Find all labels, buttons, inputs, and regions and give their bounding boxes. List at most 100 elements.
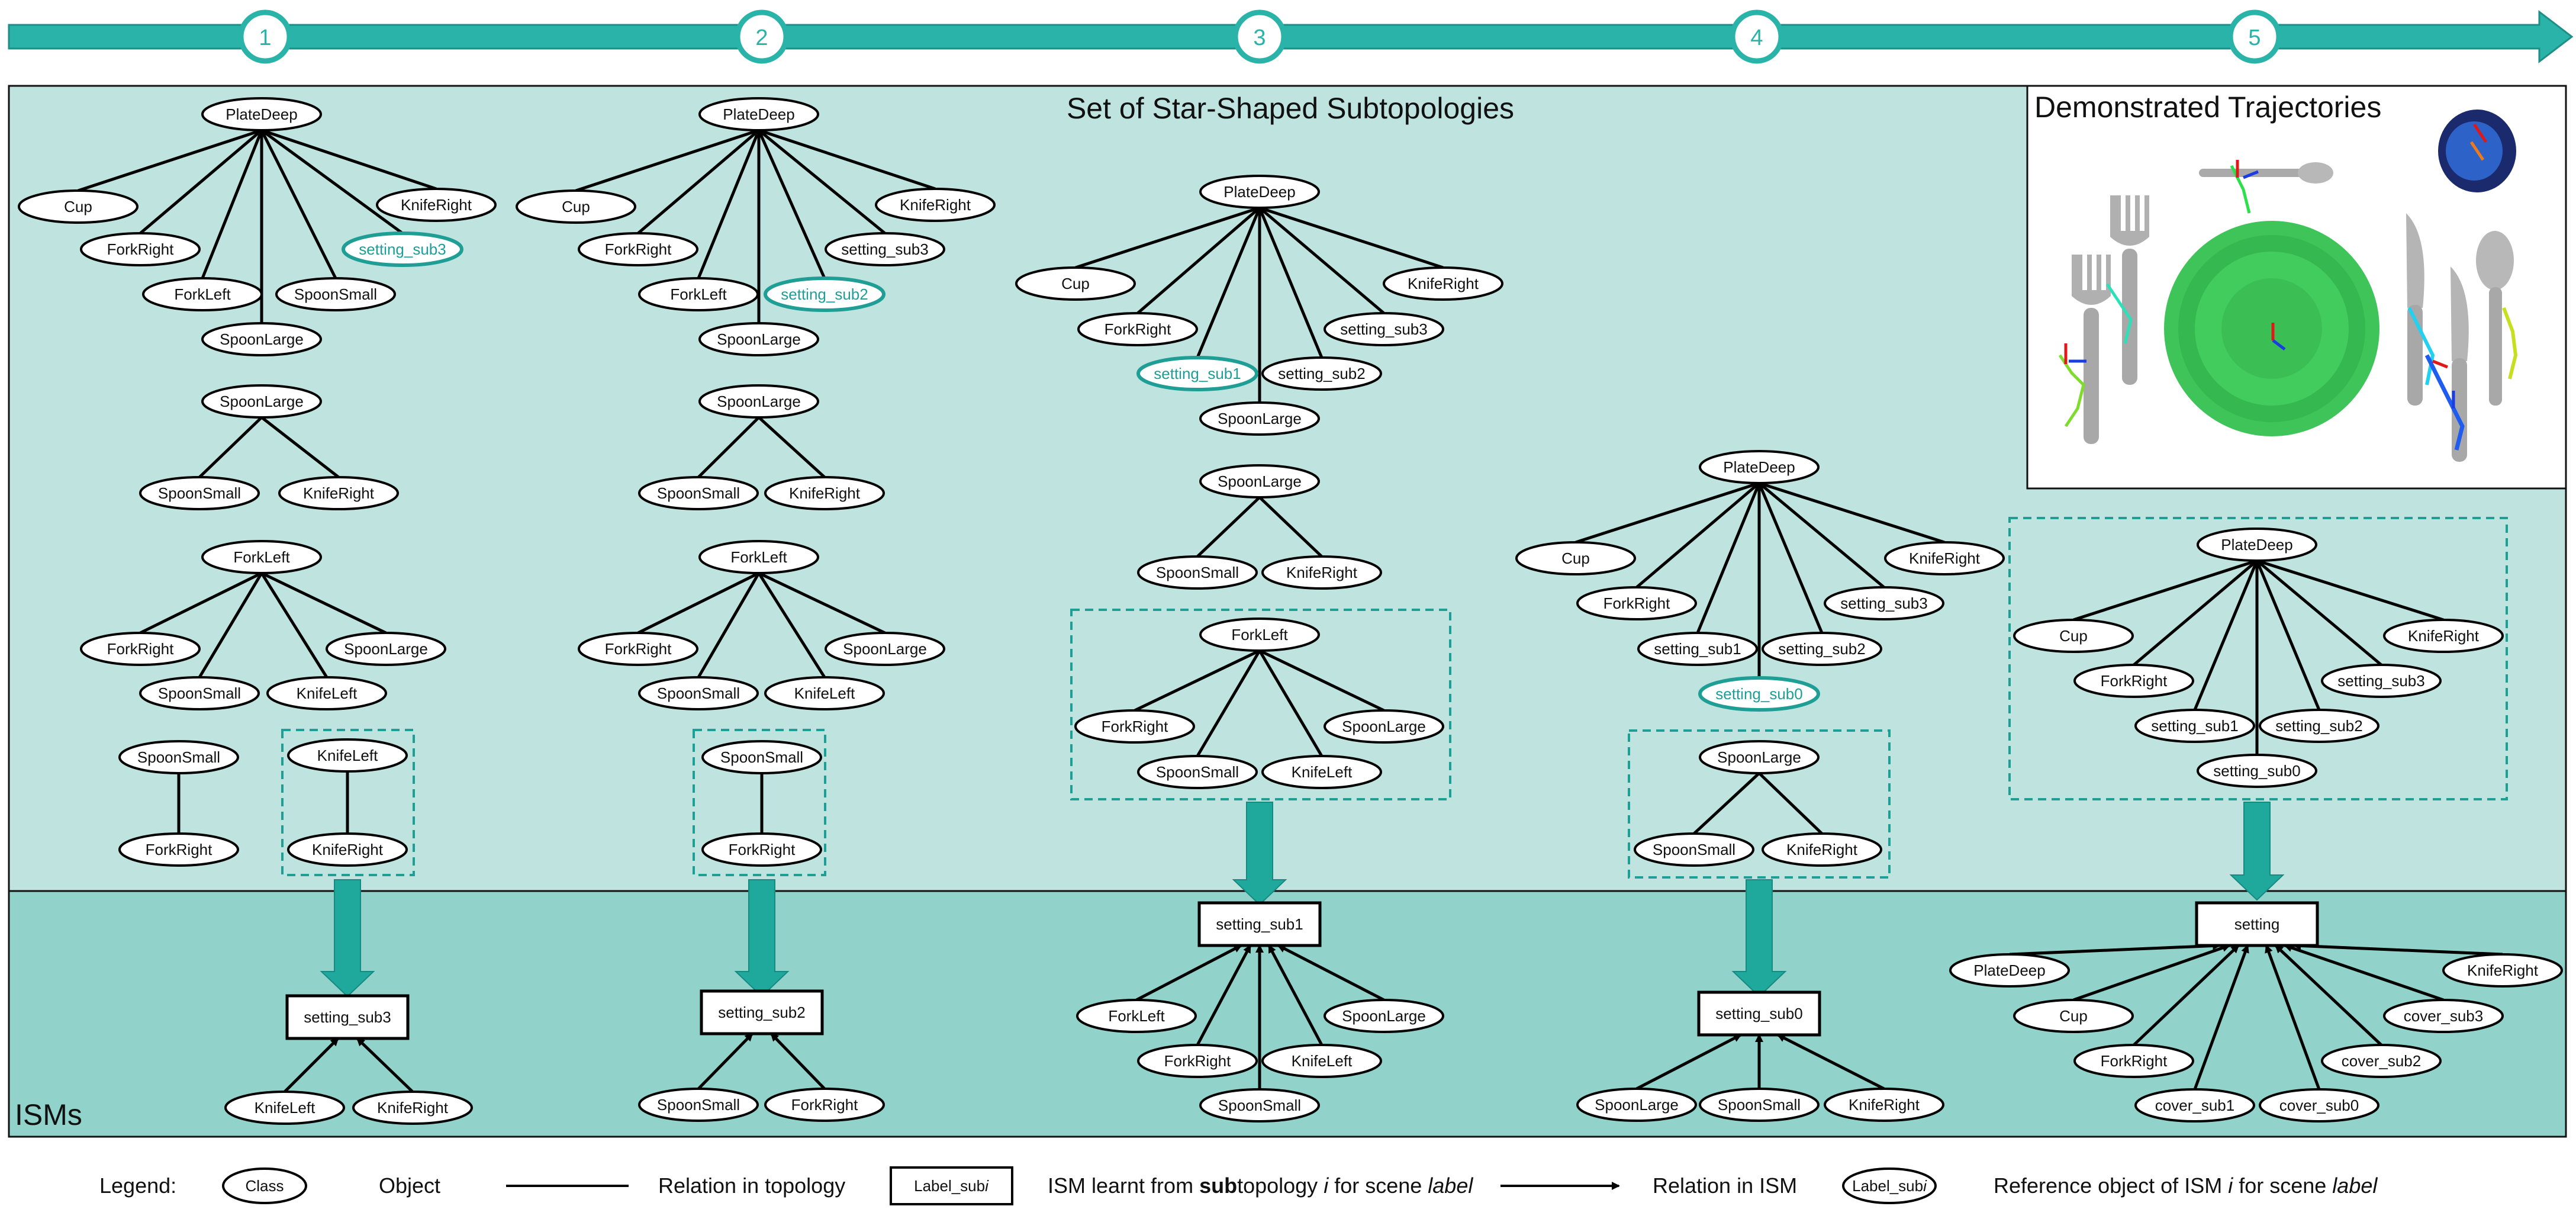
- ism-relation-edge: [2292, 941, 2503, 956]
- node-forkleft: [201, 540, 322, 574]
- topology-edge: [260, 416, 340, 478]
- node-setting-sub2: [1261, 356, 1382, 391]
- node-label-spoonlarge: SpoonLarge: [1342, 718, 1426, 735]
- ism-box-setting: [2195, 901, 2319, 947]
- step-3-marker: [1232, 9, 1287, 64]
- topology-edge: [1696, 483, 1761, 633]
- topology-edge: [1575, 481, 1760, 544]
- node-spoonlarge: [1576, 1088, 1697, 1122]
- node-cover-sub2: [2321, 1044, 2442, 1078]
- topology-edge: [1258, 496, 1323, 558]
- node-label-setting-sub3: setting_sub3: [359, 240, 446, 258]
- node-label-spoonlarge: SpoonLarge: [717, 330, 801, 348]
- node-spoonsmall: [118, 740, 239, 774]
- node-label-forkleft: ForkLeft: [233, 548, 290, 566]
- node-label-spoonlarge: SpoonLarge: [1218, 410, 1302, 427]
- ism-relation-edge: [2284, 944, 2444, 1002]
- node-forkright: [701, 832, 822, 867]
- ism-box-label-setting-sub1: setting_sub1: [1216, 915, 1303, 933]
- node-spoonlarge: [201, 322, 322, 356]
- subtopologies-title: Set of Star-Shaped Subtopologies: [1067, 92, 1514, 125]
- node-label-spoonsmall: SpoonSmall: [657, 684, 740, 702]
- topology-edge: [758, 128, 936, 191]
- node-label-kniferight: KnifeRight: [789, 484, 861, 502]
- node-label-spoonsmall: SpoonSmall: [294, 285, 377, 303]
- node-label-kniferight: KnifeRight: [312, 841, 384, 858]
- node-spoonsmall: [1699, 1088, 1820, 1122]
- topology-edge: [1635, 482, 1760, 588]
- node-cup: [516, 189, 636, 224]
- node-label-cup: Cup: [1061, 275, 1090, 292]
- topology-edge: [1196, 496, 1261, 558]
- topology-edge: [575, 128, 759, 192]
- ism-relation-edge: [2193, 944, 2249, 1090]
- step-1-marker: [238, 9, 292, 64]
- node-spoonsmall: [701, 740, 822, 774]
- trajectory-title: Demonstrated Trajectories: [2034, 91, 2381, 124]
- legend-ref-description: Reference object of ISM i for scene labe…: [1994, 1173, 2378, 1198]
- node-label-cover-sub3: cover_sub3: [2404, 1007, 2483, 1025]
- topology-edge: [260, 129, 337, 279]
- ism-relation-edge: [697, 1033, 754, 1090]
- topology-edge: [1136, 207, 1261, 314]
- step-5-marker: [2227, 9, 2282, 64]
- node-spoonlarge: [1324, 709, 1444, 744]
- node-label-spoonlarge: SpoonLarge: [843, 640, 927, 658]
- topology-edge: [139, 571, 263, 635]
- node-label-forkright: ForkRight: [1102, 718, 1168, 735]
- selected-subtopology-frame: [2008, 517, 2508, 800]
- node-forkright: [578, 232, 698, 266]
- node-forkright: [1576, 586, 1697, 620]
- node-spoonlarge: [698, 322, 819, 356]
- node-forkleft: [638, 277, 759, 311]
- topology-edge: [697, 572, 761, 678]
- topology-edge: [1758, 482, 1885, 588]
- node-forkright: [80, 632, 201, 666]
- node-label-platedeep: PlateDeep: [226, 105, 297, 123]
- topology-edge: [2256, 559, 2382, 666]
- ism-relation-edge: [1267, 944, 1324, 1046]
- legend-object-label: Object: [379, 1173, 440, 1198]
- node-platedeep: [1199, 175, 1320, 209]
- node-label-knifeleft: KnifeLeft: [317, 747, 378, 764]
- node-label-platedeep: PlateDeep: [1723, 458, 1795, 476]
- node-forkright: [80, 232, 201, 266]
- node-label-forkleft: ForkLeft: [1231, 626, 1288, 644]
- node-cover-sub3: [2383, 999, 2504, 1033]
- node-cup: [2013, 999, 2134, 1033]
- node-setting-sub3: [2321, 664, 2442, 698]
- node-label-spoonlarge: SpoonLarge: [220, 393, 304, 410]
- node-label-cup: Cup: [2059, 627, 2088, 645]
- topology-edge: [260, 571, 387, 635]
- node-label-forkright: ForkRight: [605, 640, 672, 658]
- node-label-spoonsmall: SpoonSmall: [657, 484, 740, 502]
- topology-edge: [1258, 649, 1385, 712]
- topology-edge: [2073, 559, 2258, 622]
- selected-subtopology-frame: [693, 729, 826, 876]
- node-spoonlarge: [1199, 401, 1320, 436]
- column-5: PlateDeepCupForkRightsetting_sub1setting…: [1949, 517, 2563, 1122]
- node-label-setting-sub1: setting_sub1: [1654, 640, 1741, 658]
- node-forkright: [764, 1088, 885, 1122]
- node-platedeep: [698, 97, 819, 131]
- topology-edge: [757, 129, 826, 279]
- node-label-spoonlarge: SpoonLarge: [220, 330, 304, 348]
- selected-subtopology-frame: [1628, 729, 1891, 879]
- topology-edge: [1759, 481, 1945, 544]
- node-kniferight: [1762, 832, 1882, 867]
- node-label-spoonsmall: SpoonSmall: [1156, 564, 1239, 581]
- graph-layer: PlateDeepCupForkRightForkLeftSpoonLargeS…: [18, 97, 2563, 1125]
- node-setting-sub2: [764, 276, 886, 312]
- isms-title: ISMs: [15, 1098, 82, 1131]
- node-label-spoonsmall: SpoonSmall: [657, 1096, 740, 1114]
- node-label-cover-sub0: cover_sub0: [2279, 1096, 2359, 1114]
- node-label-knifeleft: KnifeLeft: [1292, 763, 1353, 781]
- learning-arrow: [1731, 879, 1787, 998]
- node-setting-sub3: [1324, 312, 1444, 346]
- ism-relation-edge: [1277, 944, 1385, 1002]
- node-label-kniferight: KnifeRight: [303, 484, 375, 502]
- node-setting-sub0: [2197, 754, 2317, 788]
- node-platedeep: [2197, 528, 2317, 562]
- node-cup: [1015, 266, 1136, 301]
- topology-edge: [201, 130, 263, 279]
